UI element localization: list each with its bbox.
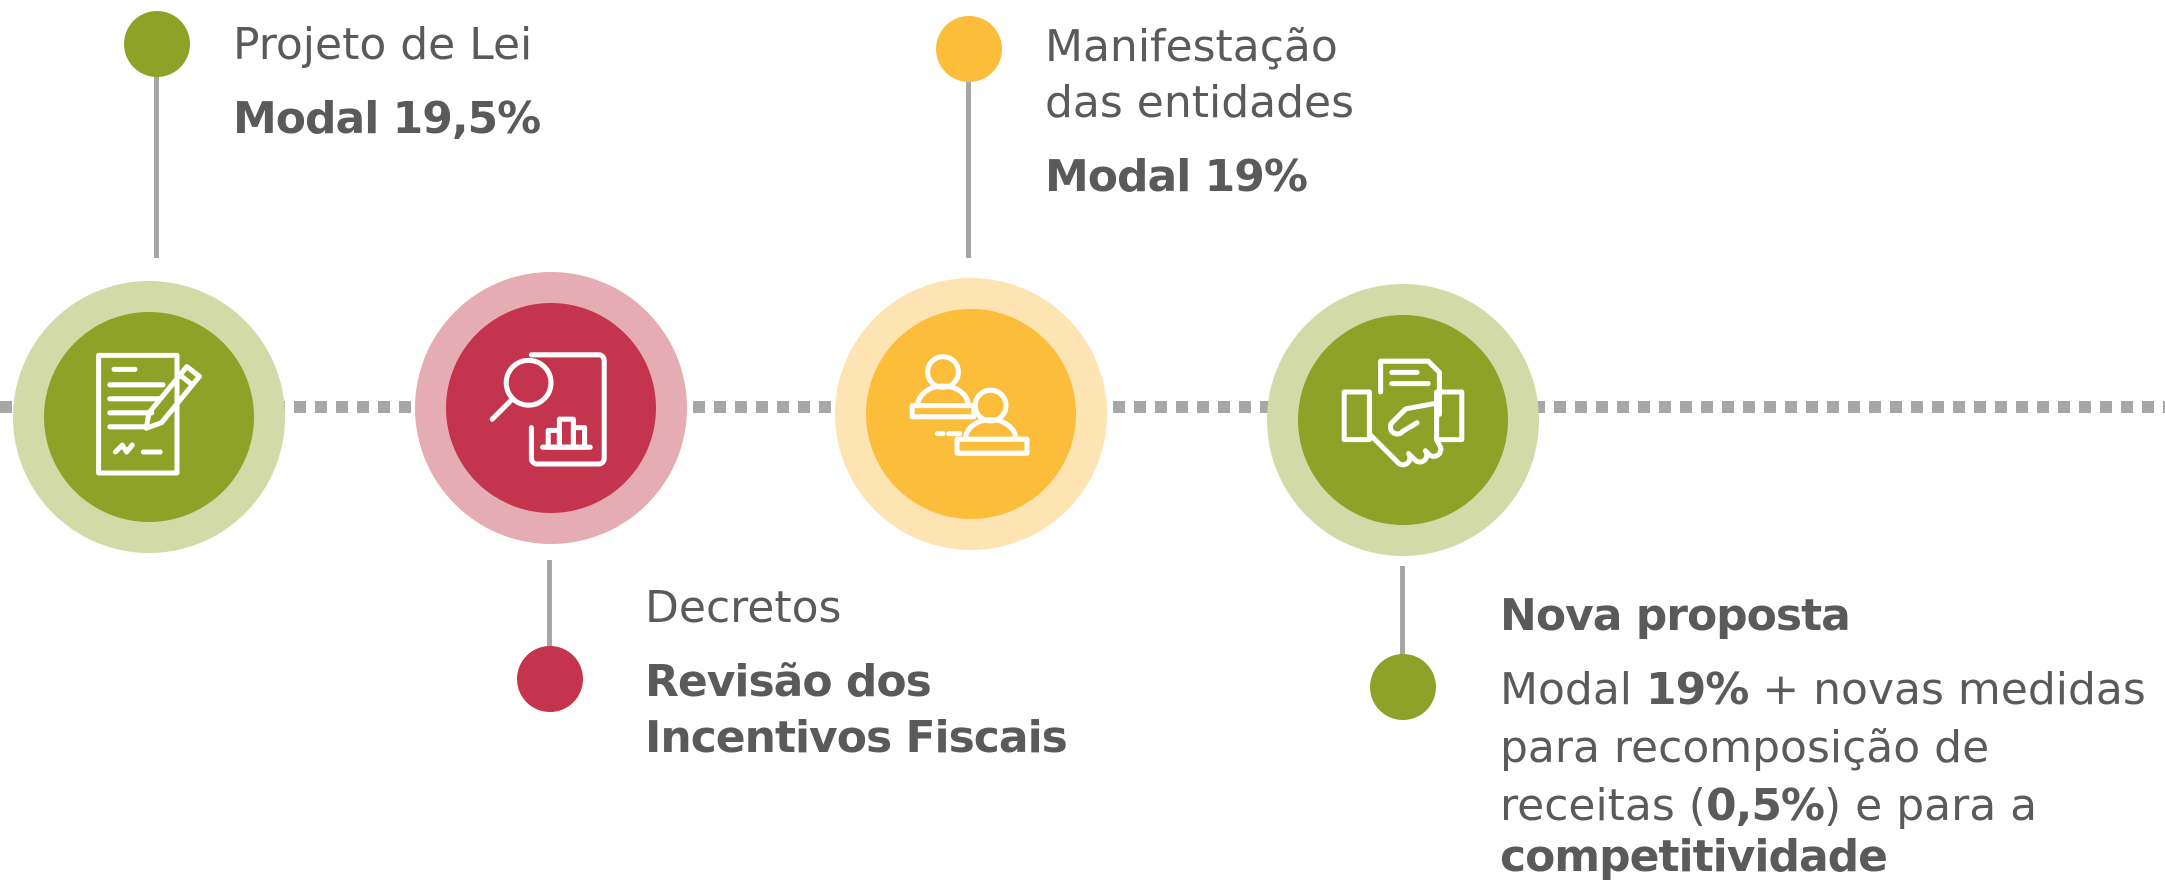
- milestone-2-circle: [415, 272, 687, 544]
- milestone-4-title: Nova proposta: [1500, 590, 1851, 641]
- handshake-document-icon: [1341, 358, 1465, 468]
- milestone-2-detail-line-2: Incentivos Fiscais: [645, 712, 1068, 763]
- milestone-3-dot: [936, 16, 1002, 82]
- milestone-4-dot: [1370, 654, 1436, 720]
- milestone-3-title-line-1: Manifestação: [1045, 21, 1338, 72]
- milestone-1-detail: Modal 19,5%: [233, 93, 541, 144]
- milestone-4-stem: [1400, 566, 1405, 666]
- document-signature-icon: [96, 352, 202, 476]
- milestone-1-dot: [124, 11, 190, 77]
- people-meeting-icon: [909, 354, 1030, 456]
- milestone-1-title: Projeto de Lei: [233, 19, 533, 70]
- milestone-3-title-line-2: das entidades: [1045, 77, 1355, 128]
- milestone-4-line-2: para recomposição de: [1500, 722, 1990, 773]
- milestone-1-stem: [154, 60, 159, 258]
- milestone-3-circle: [835, 278, 1107, 550]
- milestone-2-detail-line-1: Revisão dos: [645, 656, 932, 707]
- milestone-2-title: Decretos: [645, 582, 842, 633]
- milestone-2-stem: [547, 560, 552, 680]
- milestone-4-circle: [1267, 284, 1539, 556]
- milestone-1-circle: [13, 281, 285, 553]
- milestone-2-dot: [517, 646, 583, 712]
- milestone-3-stem: [966, 60, 971, 258]
- milestone-4-line-1: Modal 19% + novas medidas: [1500, 664, 2146, 715]
- milestone-3-detail: Modal 19%: [1045, 151, 1308, 202]
- milestone-4-line-3: receitas (0,5%) e para a: [1500, 780, 2038, 831]
- magnifier-report-icon: [489, 352, 607, 467]
- milestone-4-line-4: competitividade: [1500, 831, 1888, 882]
